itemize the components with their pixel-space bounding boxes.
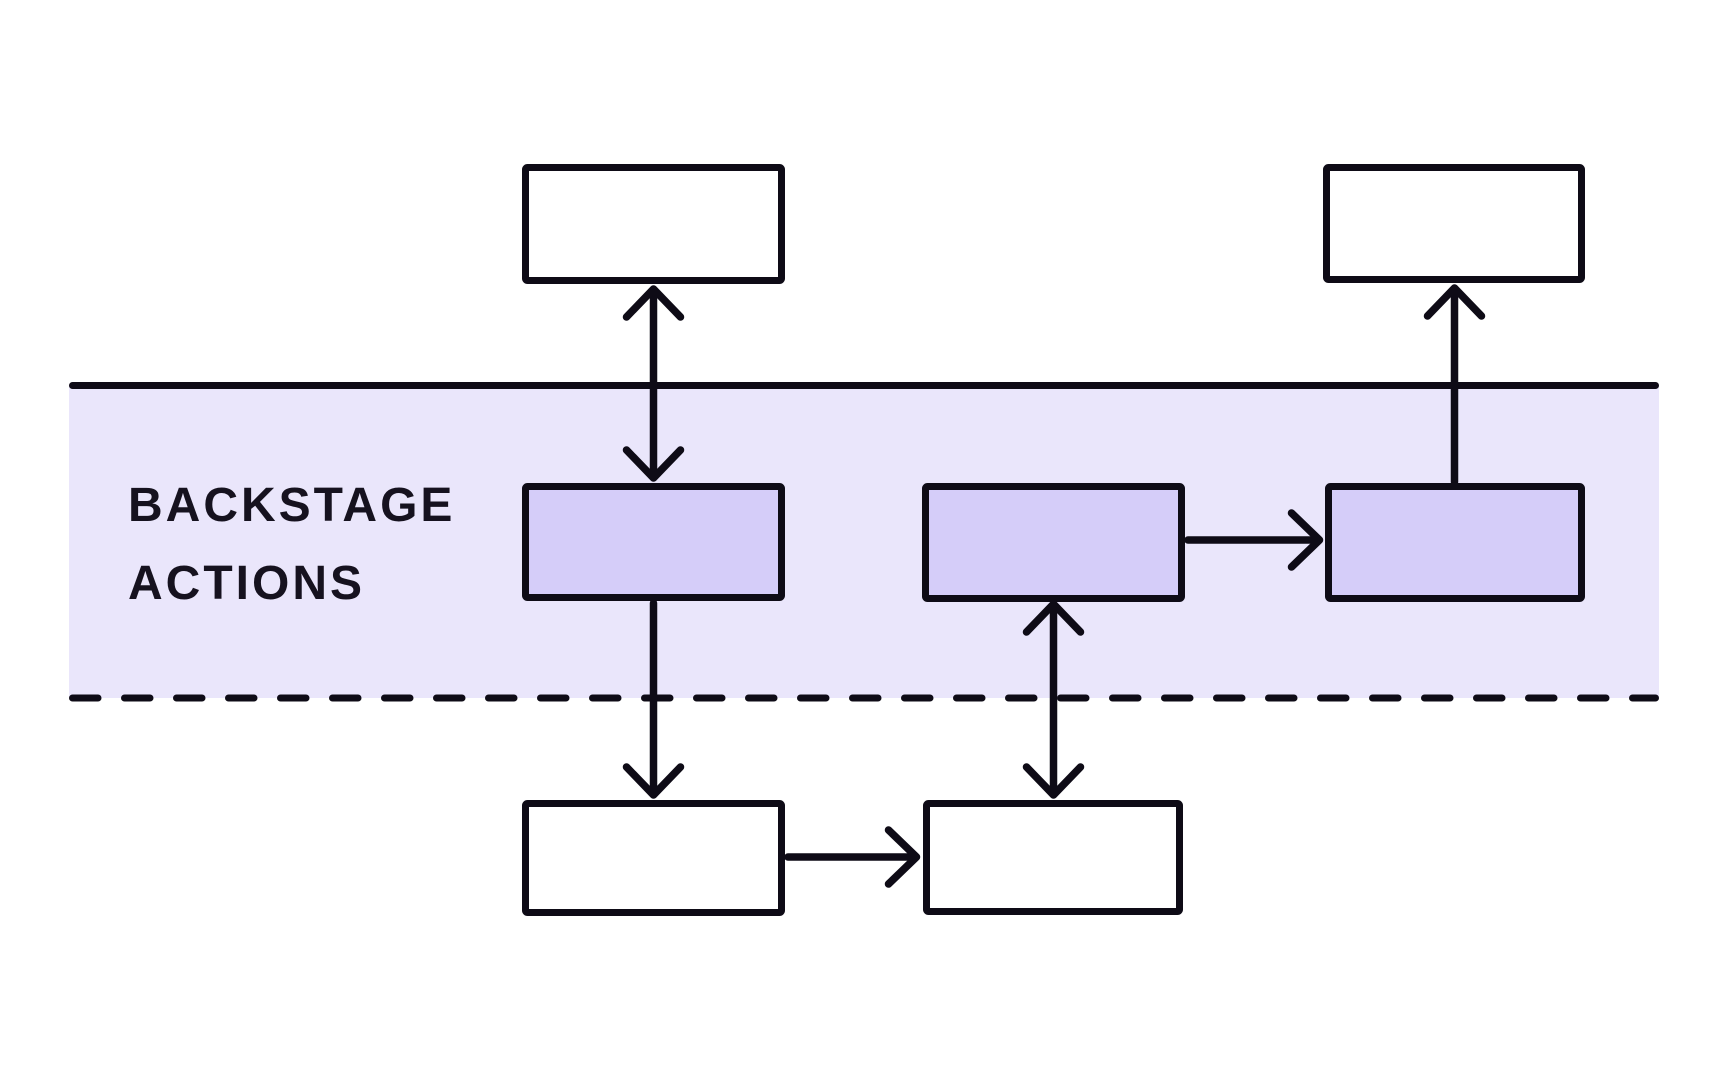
nodes [522,164,1585,916]
arrow-backstage2-to-bottomright-bidirectional [1022,600,1085,799]
arrow-backstage2-to-backstage3 [1184,509,1324,571]
band-label-line2: ACTIONS [128,557,365,610]
box-backstage-2 [922,483,1185,602]
arrowhead-up-icon [622,285,685,321]
arrow-backstage3-to-topright [1423,284,1486,486]
arrowhead-down-icon [622,446,685,482]
box-bottom-left [522,800,785,916]
arrowhead-up-icon [1022,600,1085,636]
connectors [622,284,1486,888]
box-backstage-1 [522,483,785,601]
arrow-bottomleft-to-bottomright [784,826,921,888]
arrow-topleft-to-backstage1-bidirectional [622,285,685,482]
box-top-right [1323,164,1585,283]
arrowhead-down-icon [622,763,685,799]
box-bottom-right [923,800,1183,915]
arrowhead-right-icon [884,826,921,888]
arrowhead-up-icon [1423,284,1486,320]
band-label-line1: BACKSTAGE [128,479,455,532]
arrowhead-right-icon [1287,509,1324,571]
box-top-left [522,164,785,284]
box-backstage-3 [1325,483,1585,602]
arrow-backstage1-to-bottomleft [622,599,685,799]
arrowhead-down-icon [1022,763,1085,799]
